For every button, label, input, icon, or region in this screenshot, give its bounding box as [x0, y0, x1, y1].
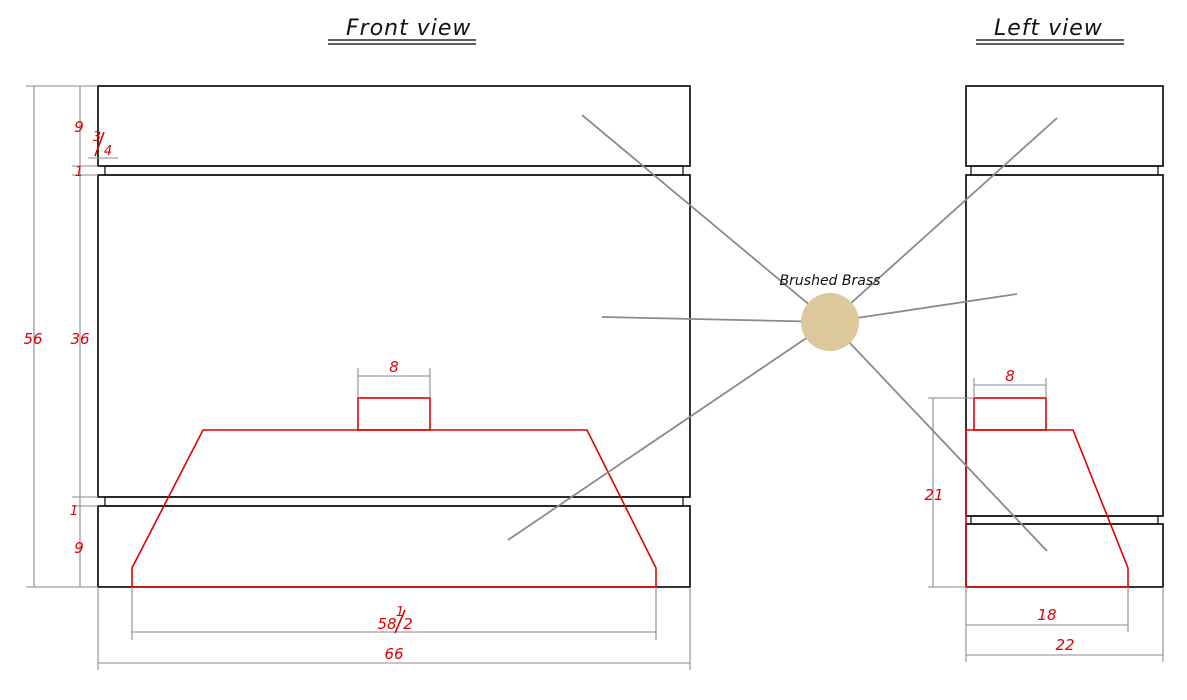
- dim-overall-width: 66: [384, 645, 403, 663]
- left-chimney: [973, 397, 1047, 431]
- left-view-title: Left view: [976, 16, 1124, 45]
- front-middle-panel: [97, 174, 691, 498]
- front-view-title-text: Front view: [346, 16, 471, 41]
- dim-hood-depth: 18: [1037, 606, 1056, 624]
- dim-hood-width-den: 2: [403, 615, 413, 633]
- dim-overall-height: 56: [23, 330, 42, 348]
- dim-hood-width-whole: 58: [377, 615, 396, 633]
- front-chimney: [357, 397, 431, 431]
- front-top-rail: [104, 165, 684, 176]
- material-callout: Brushed Brass: [780, 273, 881, 351]
- dim-left-chimney-width: 8: [1005, 367, 1015, 385]
- dim-gap-top: 1: [75, 165, 83, 180]
- dim-frac-den: 4: [104, 144, 112, 159]
- front-bottom-panel: [97, 505, 691, 588]
- brushed-brass-swatch: [801, 293, 859, 351]
- dim-gap-bottom: 1: [70, 504, 78, 519]
- dim-bottom-panel: 9: [74, 539, 84, 557]
- dim-frac-num: 3: [93, 130, 101, 145]
- left-top-panel: [965, 85, 1164, 167]
- dim-hood-height: 21: [924, 486, 943, 504]
- material-leader-lines: [507, 114, 1058, 552]
- left-bottom-rail: [970, 515, 1159, 525]
- dim-top-panel: 9: [74, 118, 84, 136]
- front-bottom-rail: [104, 496, 684, 507]
- left-dimensions: 8 21 18 22: [924, 367, 1164, 662]
- dim-overall-depth: 22: [1055, 636, 1074, 654]
- left-middle-panel: [965, 174, 1164, 517]
- left-view-title-text: Left view: [994, 16, 1103, 41]
- front-hood-body: [131, 429, 657, 588]
- left-bottom-panel: [965, 523, 1164, 588]
- dim-middle: 36: [70, 330, 89, 348]
- front-top-panel: [97, 85, 691, 167]
- front-cabinet: [97, 85, 691, 588]
- front-view-title: Front view: [328, 16, 476, 45]
- left-hood-body: [965, 429, 1129, 588]
- left-hood: [965, 397, 1129, 588]
- dim-front-chimney-width: 8: [389, 358, 399, 376]
- material-label: Brushed Brass: [780, 273, 881, 289]
- front-dimensions: 56 9 3 4 1 36 1 9 8 1 58 2 66: [23, 85, 691, 670]
- dim-hood-width-num: 1: [396, 605, 404, 620]
- left-cabinet: [965, 85, 1164, 588]
